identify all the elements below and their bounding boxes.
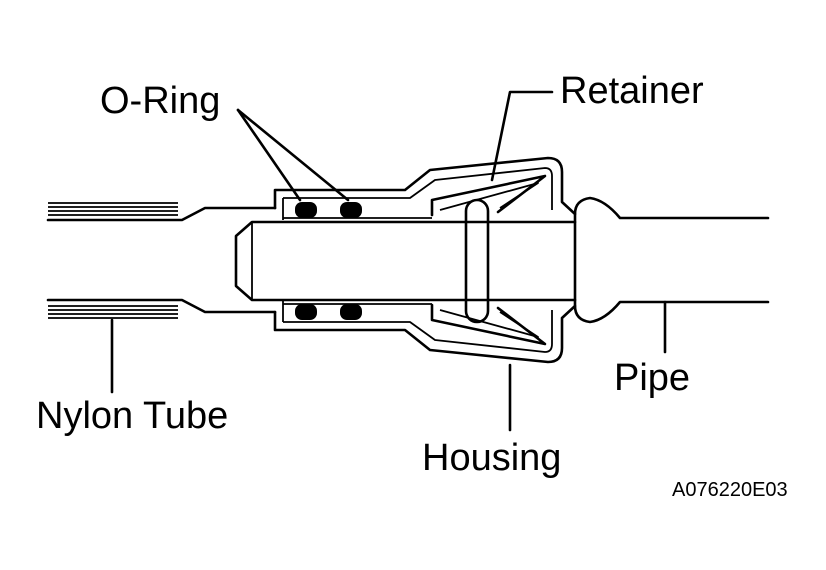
nylon-tube: [46, 202, 277, 319]
label-o-ring: O-Ring: [100, 80, 220, 122]
label-pipe: Pipe: [614, 357, 690, 399]
label-nylon-tube: Nylon Tube: [36, 395, 228, 437]
figure-code: A076220E03: [672, 479, 788, 501]
housing-body: [273, 156, 577, 364]
retainer-clip: [430, 174, 547, 346]
o-rings: [283, 202, 432, 320]
label-housing: Housing: [422, 437, 561, 479]
retainer-ring: [464, 198, 490, 324]
pipe: [234, 196, 770, 324]
leader-lines: [110, 90, 667, 432]
label-retainer: Retainer: [560, 70, 704, 112]
